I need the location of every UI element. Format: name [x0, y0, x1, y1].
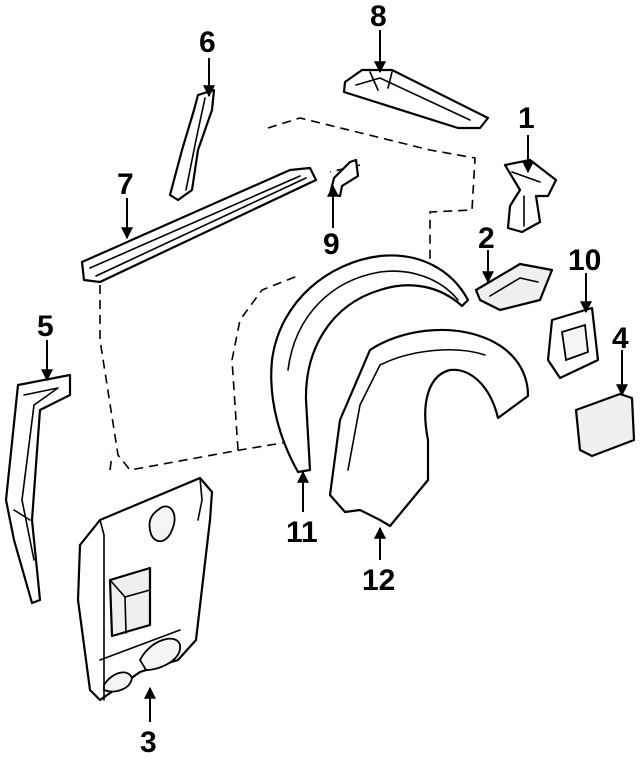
- callout-11: 11: [286, 516, 318, 549]
- callout-9: 9: [323, 228, 340, 261]
- callout-10: 10: [568, 244, 601, 277]
- part-6-roof-pillar: [168, 88, 216, 202]
- part-5-lock-pillar: [4, 373, 72, 605]
- part-3-quarter-inner-panel: [76, 476, 214, 702]
- part-12-wheelhouse-inner: [328, 328, 530, 528]
- part-1-bracket: [503, 158, 558, 234]
- callout-3: 3: [140, 726, 157, 758]
- callout-1: 1: [518, 102, 535, 135]
- callout-4: 4: [612, 322, 629, 355]
- callout-5: 5: [37, 310, 54, 343]
- callout-labels: 1 2 3 4 5 6 7 8 9 10 11 12: [37, 0, 629, 758]
- callout-7: 7: [117, 168, 134, 201]
- leader-lines: [41, 30, 628, 722]
- part-10-fuel-pocket: [546, 306, 600, 380]
- part-4-fuel-door: [574, 392, 636, 458]
- callout-8: 8: [370, 0, 387, 33]
- part-8-rear-header: [342, 68, 490, 130]
- callout-12: 12: [362, 564, 395, 597]
- callout-6: 6: [199, 26, 216, 59]
- part-2-support: [474, 262, 554, 312]
- callout-2: 2: [478, 222, 495, 255]
- part-7-roof-rail: [80, 166, 318, 284]
- part-9-bracket: [328, 158, 360, 198]
